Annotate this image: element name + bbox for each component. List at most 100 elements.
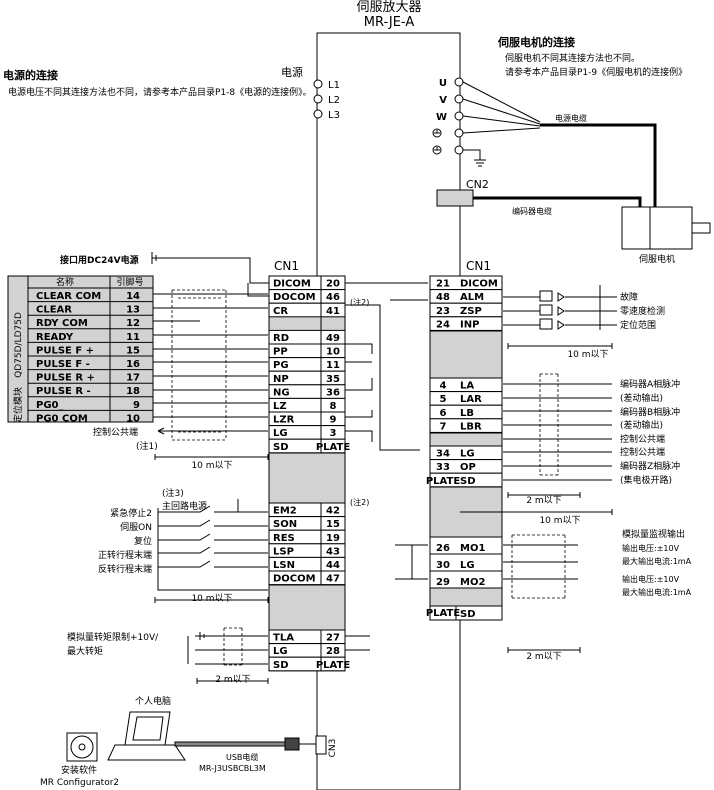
power-note: 电源电压不同其连接方法也不同，请参考本产品目录P1-8《电源的连接例》。 bbox=[8, 86, 312, 98]
input-switch-wires bbox=[157, 499, 268, 591]
connector-signal: LB bbox=[460, 408, 474, 419]
connector-pin: 28 bbox=[326, 646, 340, 657]
connector-pin: 41 bbox=[326, 306, 340, 317]
open-collector-label: (集电极开路) bbox=[620, 474, 672, 486]
amp-model: MR-JE-A bbox=[364, 15, 415, 30]
connector-pin: 9 bbox=[330, 415, 337, 426]
connector-signal: DICOM bbox=[460, 279, 498, 290]
positioner-row-name: RDY COM bbox=[36, 318, 88, 329]
len-2m-a: 2 m以下 bbox=[526, 496, 561, 506]
torque-wires bbox=[187, 632, 370, 665]
out-v2-label: 输出电压:±10V bbox=[622, 574, 680, 584]
dim-2m-b bbox=[507, 647, 581, 653]
out-v1-label: 输出电压:±10V bbox=[622, 543, 680, 553]
connector-pin: 29 bbox=[436, 577, 450, 588]
connector-row bbox=[429, 605, 503, 621]
connector-pin: 44 bbox=[326, 560, 340, 571]
terminal-l1: L1 bbox=[328, 80, 340, 91]
motor-note1: 伺服电机不同其连接方法也不同。 bbox=[505, 52, 640, 64]
positioner-row-name: PULSE R - bbox=[36, 386, 91, 397]
connector-pin: 36 bbox=[326, 387, 340, 398]
connector-signal: SD bbox=[460, 609, 476, 620]
connector-pin: 5 bbox=[440, 394, 447, 405]
len-10m-b: 10 m以下 bbox=[567, 350, 608, 360]
ctrl-common-arrow bbox=[157, 427, 268, 435]
encoder-shield bbox=[539, 373, 559, 476]
connector-row bbox=[268, 570, 346, 586]
positioner-row-pin: 9 bbox=[133, 400, 140, 411]
ground-icon bbox=[432, 128, 442, 155]
connector-signal: LA bbox=[460, 381, 474, 392]
connector-pin: PLATE bbox=[426, 476, 460, 487]
positioner-row-name: PG0 COM bbox=[36, 413, 88, 424]
positioner-row-name: PULSE F + bbox=[36, 345, 94, 356]
terminal-v: V bbox=[439, 95, 447, 106]
encoder-cable-label: 编码器电缆 bbox=[512, 206, 552, 216]
connector-signal: RD bbox=[273, 333, 289, 344]
output-relays bbox=[539, 290, 565, 330]
positioner-title: 定位模块 bbox=[12, 387, 24, 423]
connector-pin: 15 bbox=[326, 519, 340, 530]
connector-row bbox=[268, 302, 346, 318]
dim-2m-a bbox=[507, 492, 581, 498]
main-circuit-label: 主回路电源 bbox=[162, 500, 207, 512]
encoder-cable bbox=[473, 196, 642, 208]
positioner-row-pin: 10 bbox=[126, 413, 140, 424]
connector-pin: 47 bbox=[326, 574, 340, 585]
connector-signal: RES bbox=[273, 533, 295, 544]
connector-pin: 11 bbox=[326, 360, 340, 371]
power-cable bbox=[540, 123, 657, 208]
positioner-row-pin: 16 bbox=[126, 359, 140, 370]
positioner-row-name: READY bbox=[36, 332, 74, 343]
connector-signal: LG bbox=[460, 560, 475, 571]
connector-signal: SD bbox=[273, 660, 289, 671]
cn2-port bbox=[436, 189, 474, 207]
len-10m-a: 10 m以下 bbox=[191, 461, 232, 471]
cn1-right-title: CN1 bbox=[466, 259, 491, 273]
connector-pin: PLATE bbox=[316, 660, 350, 671]
enc-a-label: 编码器A相脉冲 bbox=[620, 378, 680, 390]
connector-signal: NP bbox=[273, 374, 289, 385]
motor-terminals bbox=[454, 77, 464, 155]
note3: (注3) bbox=[162, 487, 184, 499]
connector-pin: 26 bbox=[436, 543, 450, 554]
len-10m-c: 10 m以下 bbox=[539, 516, 580, 526]
connector-signal: LG bbox=[273, 646, 288, 657]
pc-label: 个人电脑 bbox=[135, 695, 171, 707]
power-terminals bbox=[313, 79, 323, 119]
connector-pin: 21 bbox=[436, 279, 450, 290]
connector-pin: 8 bbox=[330, 401, 337, 412]
connector-signal: LSN bbox=[273, 560, 295, 571]
connector-signal: LG bbox=[273, 428, 288, 439]
positioner-row-name: CLEAR bbox=[36, 305, 72, 316]
len-2m-c: 2 m以下 bbox=[215, 675, 250, 685]
connector-pin: 7 bbox=[440, 421, 447, 432]
ctrl-common-r2: 控制公共端 bbox=[620, 446, 665, 458]
connector-filler bbox=[429, 432, 503, 447]
connector-signal: DOCOM bbox=[273, 574, 316, 585]
connector-filler bbox=[268, 452, 346, 504]
len-2m-b: 2 m以下 bbox=[526, 652, 561, 662]
connector-signal: LZR bbox=[273, 415, 295, 426]
internal-wires bbox=[345, 282, 428, 451]
cn2-label: CN2 bbox=[466, 178, 489, 191]
connector-row bbox=[268, 656, 346, 672]
connector-signal: SD bbox=[460, 476, 476, 487]
note2a: (注2) bbox=[350, 297, 369, 307]
connector-signal: OP bbox=[460, 462, 476, 473]
positioner-table bbox=[27, 275, 154, 423]
connector-signal: LSP bbox=[273, 546, 294, 557]
diff-a-label: (差动输出) bbox=[620, 392, 663, 404]
ctrl-common-left: 控制公共端 bbox=[93, 426, 138, 438]
connector-pin: 35 bbox=[326, 374, 340, 385]
connector-signal: DICOM bbox=[273, 279, 311, 290]
cd-icon bbox=[66, 732, 98, 762]
positioner-row-name: PULSE R + bbox=[36, 373, 95, 384]
terminal-l2: L2 bbox=[328, 95, 340, 106]
cn3-label: CN3 bbox=[328, 739, 338, 758]
positioner-row-pin: 13 bbox=[126, 305, 140, 316]
